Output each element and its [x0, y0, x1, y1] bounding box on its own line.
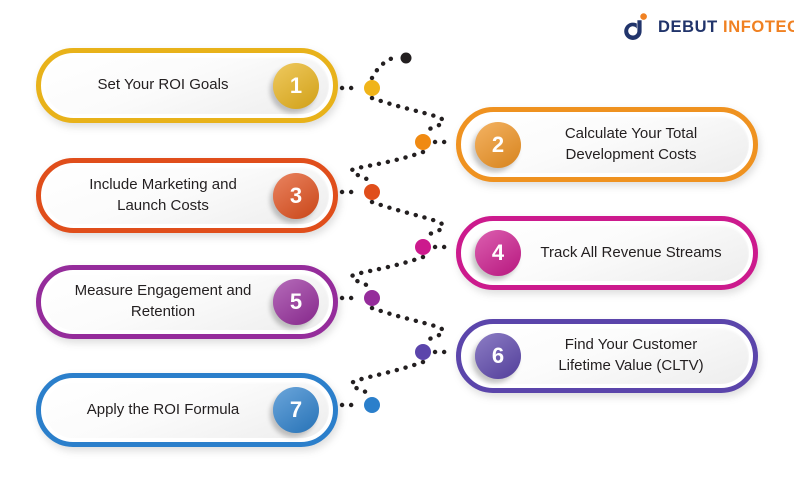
node-step-3	[364, 184, 380, 200]
step-pill-3[interactable]: 3 Include Marketing and Launch Costs	[36, 158, 338, 233]
connector-dotted-segment	[349, 254, 426, 291]
connector-dotted-segment	[369, 95, 446, 135]
connector-dotted-segment	[369, 55, 401, 81]
node-step-5	[364, 290, 380, 306]
node-end-top	[400, 52, 412, 64]
step-pill-2[interactable]: 2 Calculate Your Total Development Costs	[456, 107, 758, 182]
brand-logo: DEBUT INFOTECH	[624, 12, 794, 42]
step-number-badge-3: 3	[273, 172, 319, 219]
step-label-3: Include Marketing and Launch Costs	[89, 175, 237, 214]
step-number-badge-5: 5	[273, 279, 319, 325]
step-number-badge-7: 7	[273, 387, 319, 433]
node-step-6	[415, 344, 431, 360]
connector-dotted-segment	[349, 149, 426, 185]
step-label-1: Set Your ROI Goals	[97, 76, 229, 94]
node-step-2	[415, 134, 431, 150]
step-pill-4[interactable]: 4 Track All Revenue Streams	[456, 216, 758, 290]
step-number: 2	[491, 131, 505, 157]
connector-dotted-segment	[369, 199, 446, 240]
step-number-badge-1: 1	[273, 62, 319, 109]
brand-word-secondary: INFOTECH	[723, 17, 794, 36]
step-number-badge-4: 4	[475, 230, 521, 276]
step-pill-6[interactable]: 6 Find Your Customer Lifetime Value (CLT…	[456, 319, 758, 393]
step-content: 1 Set Your ROI Goals	[41, 53, 333, 118]
step-content: 4 Track All Revenue Streams	[461, 221, 753, 285]
step-label-5: Measure Engagement and Retention	[74, 282, 252, 320]
step-number: 1	[289, 72, 303, 98]
node-step-7	[364, 397, 380, 413]
step-number-badge-6: 6	[475, 333, 521, 379]
step-content: 2 Calculate Your Total Development Costs	[461, 112, 753, 177]
brand-wordmark: DEBUT INFOTECH	[658, 19, 794, 36]
step-content: 6 Find Your Customer Lifetime Value (CLT…	[461, 324, 753, 388]
step-content: 7 Apply the ROI Formula	[41, 378, 333, 442]
connector-dotted-segment	[349, 359, 426, 398]
connector-dotted-segment	[369, 305, 446, 345]
step-pill-1[interactable]: 1 Set Your ROI Goals	[36, 48, 338, 123]
step-number: 6	[491, 343, 505, 368]
step-label-7: Apply the ROI Formula	[86, 400, 240, 418]
step-content: 5 Measure Engagement and Retention	[41, 270, 333, 334]
step-pill-7[interactable]: 7 Apply the ROI Formula	[36, 373, 338, 447]
brand-word-primary: DEBUT	[658, 17, 718, 36]
debut-infotech-d-mark-icon	[624, 13, 650, 41]
step-number-badge-2: 2	[475, 121, 521, 168]
step-pill-5[interactable]: 5 Measure Engagement and Retention	[36, 265, 338, 339]
step-label-6: Find Your Customer Lifetime Value (CLTV)	[558, 336, 704, 374]
step-number: 4	[491, 240, 505, 265]
node-step-1	[364, 80, 380, 96]
step-content: 3 Include Marketing and Launch Costs	[41, 163, 333, 228]
step-number: 5	[289, 289, 303, 314]
step-label-4: Track All Revenue Streams	[540, 243, 722, 261]
step-number: 7	[289, 397, 303, 422]
step-label-2: Calculate Your Total Development Costs	[564, 124, 698, 163]
node-step-4	[415, 239, 431, 255]
step-number: 3	[289, 182, 303, 208]
